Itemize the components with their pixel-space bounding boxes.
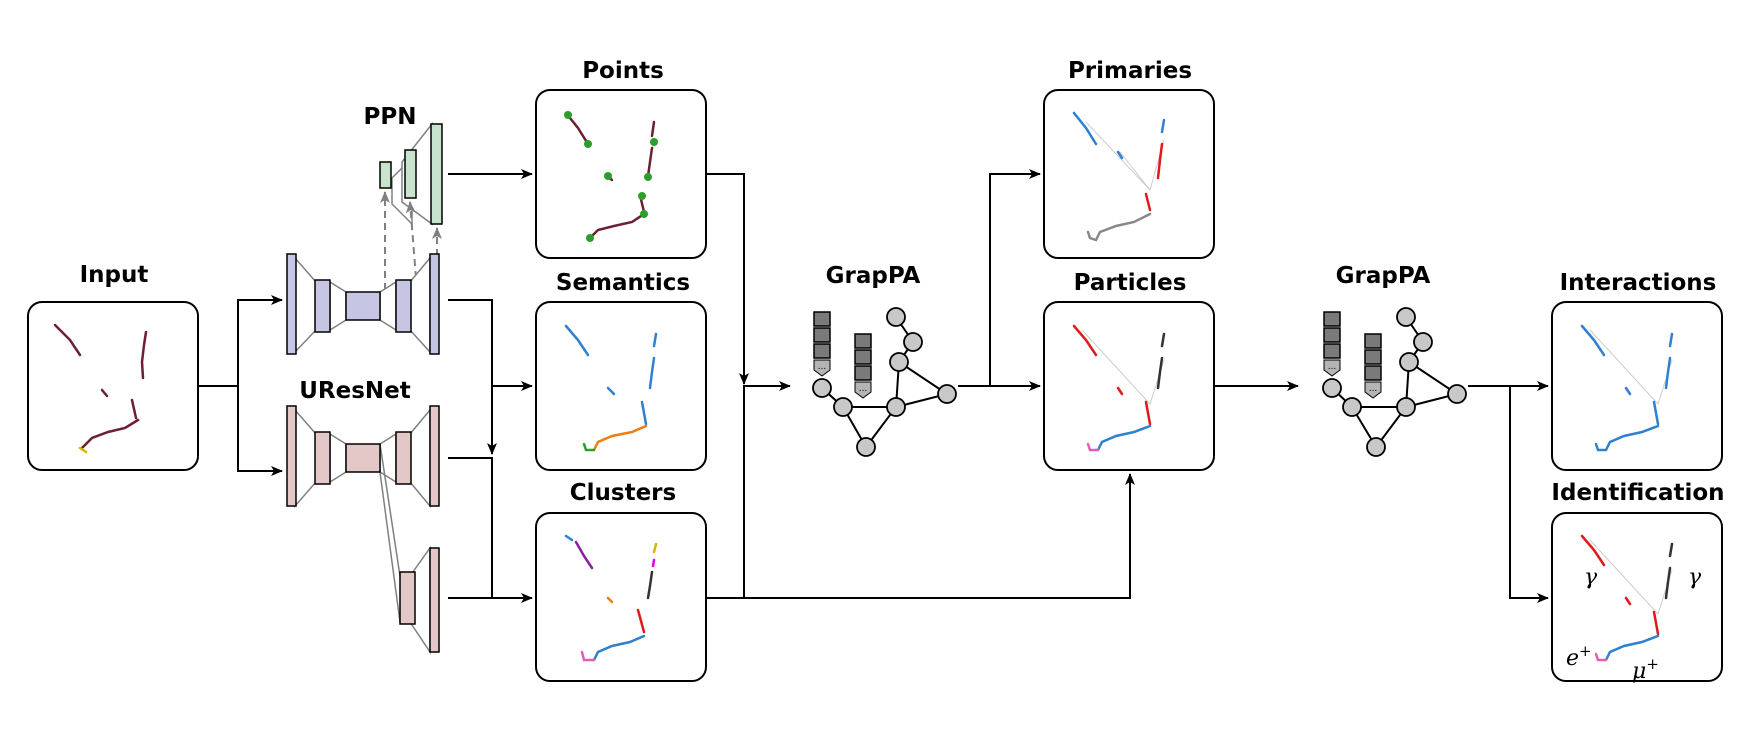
arrow-input-to-decoder bbox=[237, 386, 283, 476]
grappa-icon-1: ... ... bbox=[812, 307, 957, 457]
uresnet-decoder-bottom bbox=[286, 405, 440, 655]
primaries-event-image bbox=[1072, 111, 1166, 242]
flow-arrows bbox=[198, 169, 1549, 603]
particles-event-image bbox=[1072, 324, 1166, 452]
particles-title: Particles bbox=[1074, 270, 1187, 296]
interactions-event-image bbox=[1580, 324, 1674, 452]
interactions-panel bbox=[1551, 301, 1723, 471]
semantics-event-image bbox=[564, 324, 658, 452]
input-panel bbox=[27, 301, 199, 471]
arrow-input-to-encoder bbox=[237, 295, 283, 386]
points-title: Points bbox=[582, 58, 664, 84]
clusters-panel bbox=[535, 512, 707, 682]
svg-text:...: ... bbox=[1328, 362, 1337, 372]
identification-event-image bbox=[1580, 534, 1674, 662]
arrow-clusters-to-particles bbox=[744, 473, 1135, 599]
primaries-title: Primaries bbox=[1068, 58, 1192, 84]
arrow-grappa-to-identification bbox=[1509, 386, 1549, 603]
svg-text:...: ... bbox=[818, 362, 827, 372]
uresnet-label: UResNet bbox=[299, 378, 411, 404]
gamma-right-label: γ bbox=[1688, 565, 1702, 590]
uresnet-encoder-top bbox=[286, 253, 440, 355]
points-panel bbox=[535, 89, 707, 259]
input-title: Input bbox=[80, 262, 149, 288]
grappa-label-1: GrapPA bbox=[826, 263, 921, 289]
interactions-title: Interactions bbox=[1560, 270, 1717, 296]
ppn-skip-arrows bbox=[380, 191, 442, 290]
svg-text:...: ... bbox=[859, 384, 868, 394]
particles-panel bbox=[1043, 301, 1215, 471]
positron-label: e+ bbox=[1566, 642, 1592, 671]
semantics-panel bbox=[535, 301, 707, 471]
arrow-decoder-to-clusters bbox=[448, 457, 533, 603]
grappa-icon-2: ... ... bbox=[1322, 307, 1467, 457]
gamma-left-label: γ bbox=[1584, 565, 1598, 590]
feature-column-4: ... bbox=[1364, 333, 1382, 399]
input-event-image bbox=[53, 323, 148, 454]
identification-panel bbox=[1551, 512, 1723, 682]
muon-label: μ+ bbox=[1632, 655, 1659, 684]
arrow-grappa-to-primaries bbox=[989, 169, 1041, 386]
grappa-label-2: GrapPA bbox=[1336, 263, 1431, 289]
clusters-title: Clusters bbox=[570, 480, 676, 506]
feature-column-3: ... bbox=[1323, 311, 1341, 377]
arrow-clusters-to-grappa bbox=[706, 381, 791, 599]
clusters-event-image bbox=[564, 534, 658, 662]
feature-column-2: ... bbox=[854, 333, 872, 399]
ppn-network bbox=[379, 121, 443, 226]
points-event-image bbox=[564, 111, 658, 242]
primaries-panel bbox=[1043, 89, 1215, 259]
svg-text:...: ... bbox=[1369, 384, 1378, 394]
semantics-title: Semantics bbox=[556, 270, 690, 296]
arrow-points-to-grappa bbox=[706, 173, 749, 385]
identification-title: Identification bbox=[1551, 480, 1724, 506]
arrow-encoder-to-semantics bbox=[448, 299, 533, 391]
ppn-label: PPN bbox=[364, 104, 417, 130]
feature-column-1: ... bbox=[813, 311, 831, 377]
